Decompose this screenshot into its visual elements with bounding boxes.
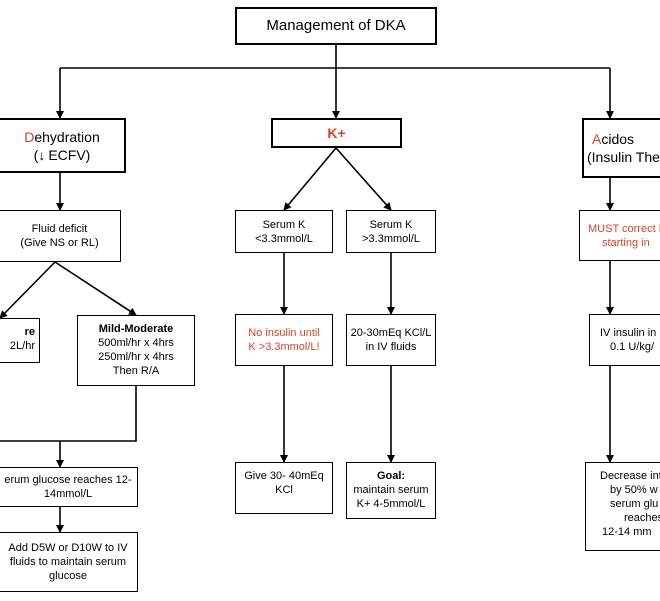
goal-box: Goal: maintain serum K+ 4-5mmol/L [346,462,436,519]
glucose-reaches-line-2: 14mmol/L [43,488,93,500]
connector-fluid-severe [0,261,56,319]
glucose-reaches-box: erum glucose reaches 12- 14mmol/L [0,467,138,507]
give-kcl-box: Give 30- 40mEq KCl [235,462,333,514]
serum-k-low-line-2: <3.3mmol/L [255,232,313,245]
kcl-20-30-line-2: in IV fluids [365,341,417,353]
severe-heading: re [24,326,35,338]
serum-k-high-line-1: Serum K [369,218,413,231]
decrease-line-5: 12-14 mm [602,526,652,538]
mild-moderate-line-2: 250ml/hr x 4hrs [98,351,174,363]
add-dextrose-box: Add D5W or D10W to IV fluids to maintain… [0,532,138,592]
must-correct-line-2: starting in [602,236,650,249]
down-arrow-icon: (↓ [33,146,46,163]
iv-insulin-line-2: 0.1 U/kg/ [610,341,655,353]
mild-moderate-box: Mild-Moderate 500ml/hr x 4hrs 250ml/hr x… [77,315,195,386]
kcl-20-30-line-1: 20-30mEq KCl/L [350,327,432,339]
potassium-label: K+ [327,125,346,141]
dehydration-rest: ehydration [34,128,100,145]
potassium-box: K+ [271,118,402,148]
add-dextrose-line-1: Add D5W or D10W to IV [8,542,128,554]
must-correct-box: MUST correct K starting in [579,210,660,261]
goal-line-2: K+ 4-5mmol/L [356,498,426,510]
acidosis-sub: (Insulin The [587,149,660,165]
must-correct-line-1: MUST correct K [588,222,660,235]
fluid-deficit-line-1: Fluid deficit [31,223,88,235]
connector-k-low [283,147,337,211]
decrease-line-4: reaches [624,512,660,524]
decrease-line-2: by 50% w [610,484,658,496]
mild-moderate-heading: Mild-Moderate [98,323,174,335]
acidosis-rest: cidos [601,131,635,147]
severe-box: re 2L/hr [0,318,40,363]
give-kcl-line-2: KCl [275,484,293,496]
no-insulin-line-1: No insulin until [248,327,320,339]
connector-fluid-mild [54,261,137,316]
connector-k-high [335,147,392,211]
add-dextrose-line-3: glucose [49,570,87,582]
serum-k-low-line-1: Serum K [262,218,306,231]
connector-mild-merge [0,386,137,442]
severe-rate: 2L/hr [9,340,35,352]
no-insulin-box: No insulin until K >3.3mmol/L! [235,314,333,366]
iv-insulin-line-1: IV insulin in [600,327,657,339]
serum-k-low-box: Serum K <3.3mmol/L [235,210,333,253]
page-title: Management of DKA [266,17,406,34]
glucose-reaches-line-1: erum glucose reaches 12- [4,474,132,486]
add-dextrose-line-2: fluids to maintain serum [9,556,127,568]
iv-insulin-box: IV insulin in 0.1 U/kg/ [589,314,660,366]
mild-moderate-line-3: Then R/A [112,365,160,377]
dehydration-initial: D [24,128,35,145]
kcl-20-30-box: 20-30mEq KCl/L in IV fluids [346,314,436,366]
goal-heading: Goal: [376,470,406,482]
decrease-insulin-box: Decrease int by 50% w serum glu reaches … [585,462,660,551]
serum-k-high-box: Serum K >3.3mmol/L [346,210,436,253]
serum-k-high-line-2: >3.3mmol/L [362,232,420,245]
decrease-line-1: Decrease int [600,470,660,482]
title-box: Management of DKA [235,7,437,45]
ecfv-text: ECFV) [48,146,91,163]
decrease-line-3: serum glu [610,498,659,510]
give-kcl-line-1: Give 30- 40mEq [244,470,324,482]
goal-line-1: maintain serum [353,484,429,496]
no-insulin-line-2: K >3.3mmol/L! [248,341,320,353]
acidosis-initial: A [592,131,602,147]
fluid-deficit-box: Fluid deficit (Give NS or RL) [0,210,121,262]
mild-moderate-line-1: 500ml/hr x 4hrs [98,337,174,349]
acidosis-box: Acidos (Insulin The [582,118,660,178]
dehydration-box: Dehydration (↓ ECFV) [0,118,126,173]
fluid-deficit-line-2: (Give NS or RL) [20,237,99,249]
